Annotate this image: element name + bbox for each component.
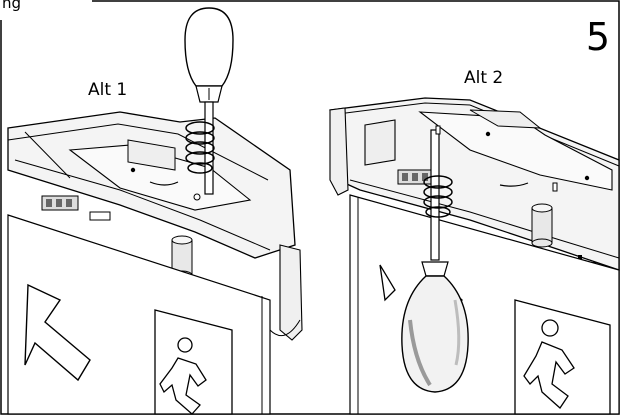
spring-coil xyxy=(423,175,453,218)
alt2-capacitor xyxy=(531,203,553,248)
step-number: 5 xyxy=(585,15,610,59)
alt2-label: Alt 2 xyxy=(464,68,504,88)
alt1-label: Alt 1 xyxy=(88,80,128,100)
screwdriver-icon xyxy=(401,129,469,393)
running-man-icon xyxy=(159,337,207,415)
alt2-exit-sign-unit xyxy=(329,97,620,415)
spring-coil xyxy=(185,121,215,174)
down-left-arrow-icon xyxy=(24,283,91,382)
screwdriver-icon xyxy=(184,7,234,195)
alt1-exit-sign-unit xyxy=(7,7,303,415)
caption-fragment: ng xyxy=(2,0,22,12)
alt1-terminal-block xyxy=(41,195,79,211)
running-man-icon xyxy=(523,319,575,409)
